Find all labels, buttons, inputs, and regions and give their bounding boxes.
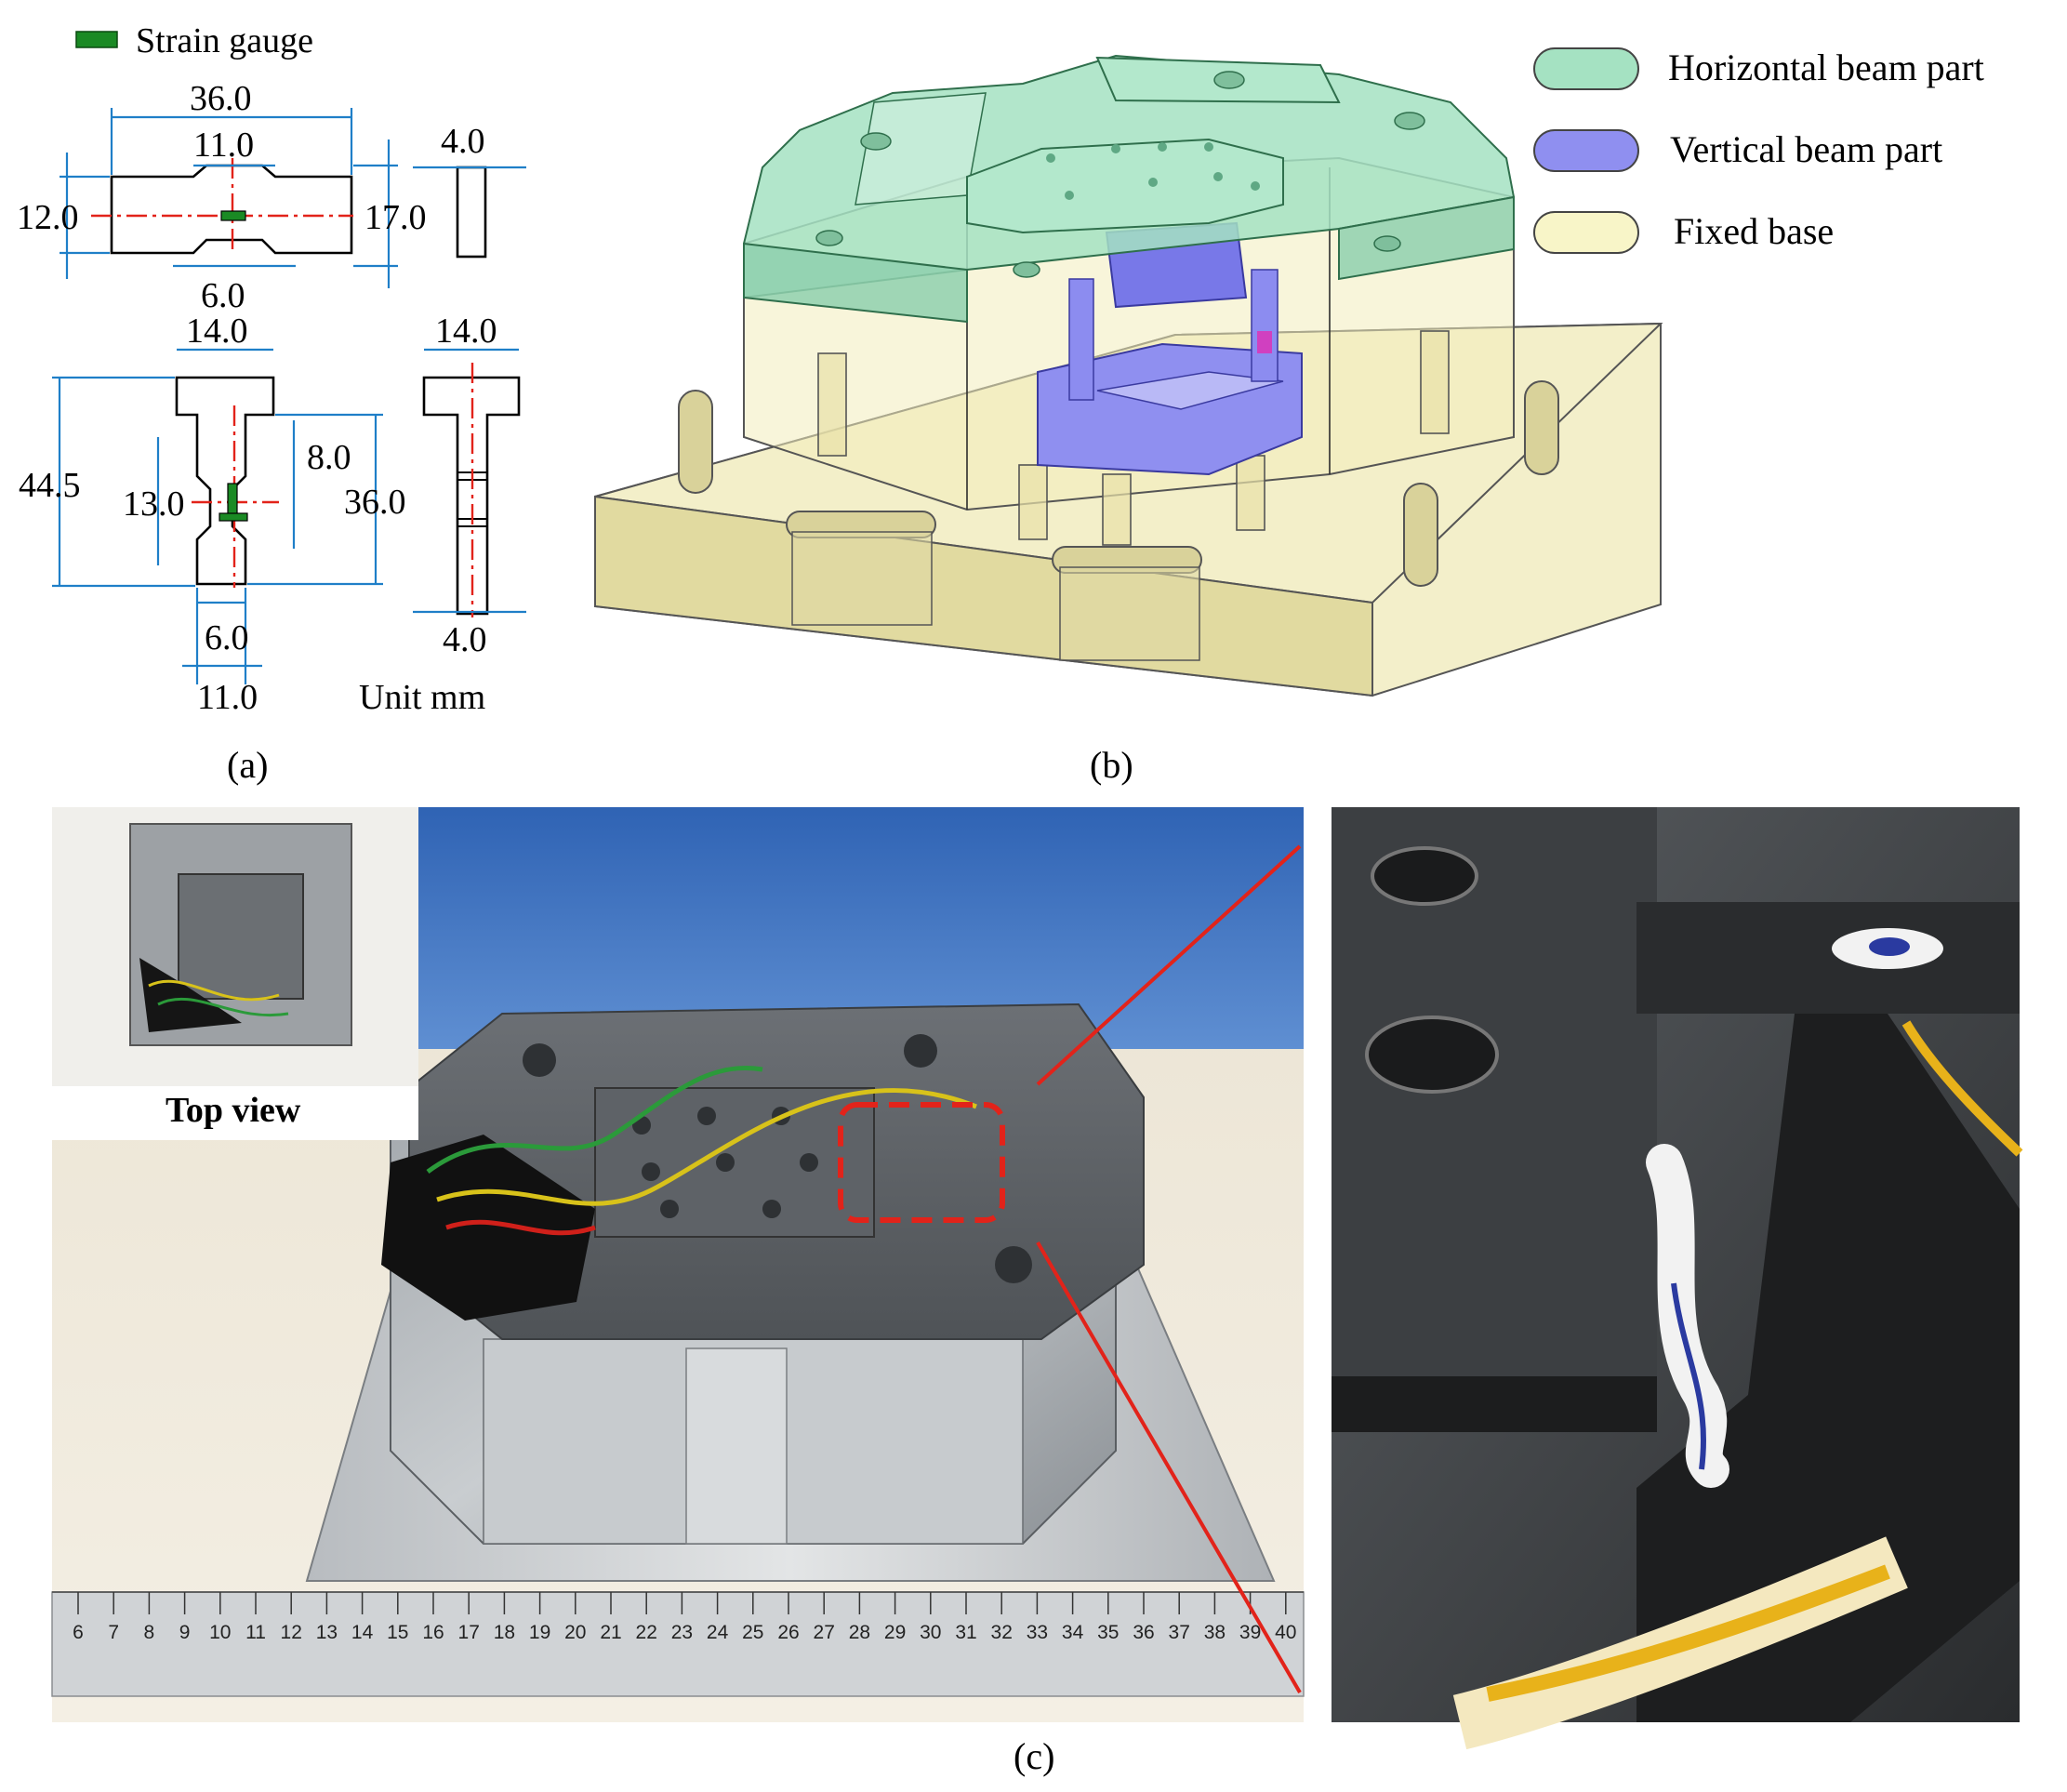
ruler-tick-label: 21: [600, 1622, 621, 1643]
strain-gauge-legend-label: Strain gauge: [136, 21, 313, 60]
ruler: [51, 1591, 1305, 1697]
ruler-tick-label: 13: [316, 1622, 338, 1643]
ruler-tick-label: 6: [73, 1622, 84, 1643]
ruler-tick-label: 32: [991, 1622, 1013, 1643]
unit-label: Unit mm: [359, 678, 485, 717]
ruler-tick-label: 35: [1097, 1622, 1119, 1643]
legend-label-vertical-beam: Vertical beam part: [1670, 128, 1942, 170]
ruler-tick-label: 9: [179, 1622, 191, 1643]
inset-label-top-view: Top view: [166, 1091, 301, 1130]
dim-top-right-height: 17.0: [364, 198, 427, 237]
zoom-line-upper: [1036, 844, 1302, 1086]
strain-gauge-legend-swatch: [75, 31, 118, 48]
ruler-tick-label: 31: [955, 1622, 976, 1643]
ruler-tick-label: 22: [636, 1622, 657, 1643]
ruler-tick-label: 36: [1133, 1622, 1154, 1643]
vertical-beam-part: [1037, 221, 1303, 476]
ruler-tick-label: 23: [671, 1622, 693, 1643]
ruler-tick-label: 26: [777, 1622, 799, 1643]
ruler-tick-label: 16: [422, 1622, 444, 1643]
ruler-tick-label: 7: [108, 1622, 119, 1643]
ruler-tick-label: 27: [814, 1622, 835, 1643]
dim-bottom-neck-width: 6.0: [205, 618, 249, 657]
ruler-tick-label: 18: [494, 1622, 515, 1643]
ruler-tick-label: 11: [245, 1622, 266, 1643]
dim-top-neck-width: 6.0: [201, 276, 245, 315]
ruler-tick-label: 15: [387, 1622, 408, 1643]
legend-swatch-vertical-beam: [1533, 129, 1639, 172]
dim-bottom-total-height: 44.5: [19, 466, 81, 505]
dim-top-neck-length: 11.0: [193, 126, 254, 165]
zoom-photo: [1332, 807, 2023, 1750]
ruler-tick-label: 14: [351, 1622, 374, 1643]
ruler-tick-label: 30: [920, 1622, 941, 1643]
ruler-tick-label: 20: [564, 1622, 586, 1643]
panel-b: Horizontal beam part Vertical beam part …: [594, 46, 1984, 786]
legend-label-fixed-base: Fixed base: [1674, 210, 1834, 252]
inset-top-view: Top view: [52, 807, 418, 1140]
dim-bottom-gauge-height: 8.0: [307, 438, 351, 477]
ruler-tick-label: 17: [458, 1622, 480, 1643]
ruler-tick-label: 19: [529, 1622, 550, 1643]
legend-swatch-fixed-base: [1533, 211, 1639, 254]
dim-bottom-gauge-offset: 13.0: [123, 485, 185, 524]
dim-bottom-side-width: 14.0: [435, 312, 497, 351]
ruler-tick-label: 29: [884, 1622, 906, 1643]
bottom-specimen-outline: [175, 376, 275, 586]
ruler-tick-label: 34: [1062, 1622, 1084, 1643]
horizontal-beam-part: [743, 54, 1516, 324]
dim-bottom-head-width: 14.0: [186, 312, 248, 351]
ruler-tick-label: 8: [144, 1622, 155, 1643]
top-specimen-side-view: [456, 166, 487, 259]
highlight-region: [838, 1102, 1005, 1223]
dim-top-length: 36.0: [190, 79, 252, 118]
panel-c: 6 7 8 9 10 11 12 13 14 15 16 17 18 19 20 21 22 23 24 25 26 27…: [51, 807, 2023, 1777]
dim-top-left-height: 12.0: [17, 198, 79, 237]
top-strain-gauge: [220, 210, 246, 221]
legend-swatch-horizontal-beam: [1533, 47, 1639, 90]
ruler-tick-label: 33: [1027, 1622, 1048, 1643]
caption-b: (b): [1090, 744, 1133, 786]
ruler-tick-label: 39: [1239, 1622, 1261, 1643]
dim-bottom-side-thickness: 4.0: [443, 620, 487, 659]
legend-label-horizontal-beam: Horizontal beam part: [1668, 46, 1984, 88]
ruler-tick-label: 37: [1169, 1622, 1190, 1643]
ruler-ticks: 6 7 8 9 10 11 12 13 14 15 16 17 18 19 20 21 22 23 24 25 26 27…: [73, 1592, 1296, 1643]
dim-bottom-body-height: 36.0: [344, 483, 406, 522]
ruler-tick-label: 38: [1204, 1622, 1226, 1643]
ruler-tick-label: 12: [281, 1622, 302, 1643]
caption-c: (c): [1014, 1735, 1054, 1777]
dim-top-side-thickness: 4.0: [441, 122, 485, 161]
ruler-tick-label: 24: [707, 1622, 729, 1643]
ruler-tick-label: 25: [742, 1622, 763, 1643]
ruler-tick-label: 10: [209, 1622, 231, 1643]
ruler-tick-label: 40: [1275, 1622, 1296, 1643]
dim-bottom-base-width: 11.0: [197, 678, 258, 717]
caption-a: (a): [227, 744, 268, 786]
zoom-line-lower: [1036, 1241, 1302, 1694]
ruler-tick-label: 28: [849, 1622, 870, 1643]
panel-a: Strain gauge 36.0 11.0 12.0 17.0 6.0 4.0…: [17, 21, 526, 786]
